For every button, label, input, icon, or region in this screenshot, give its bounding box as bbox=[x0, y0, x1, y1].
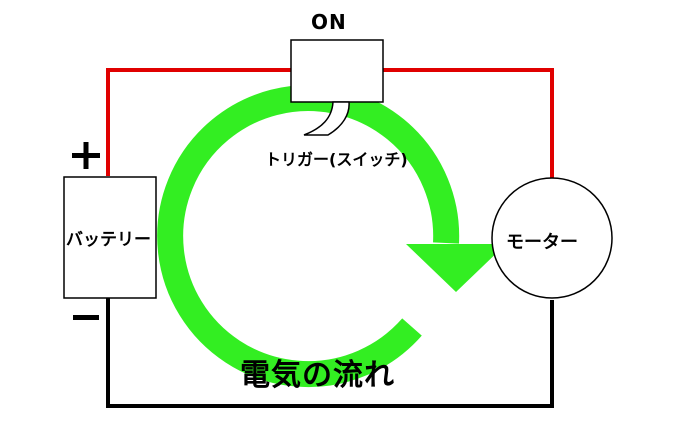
motor-circle bbox=[491, 177, 613, 299]
switch-box[interactable] bbox=[290, 39, 384, 103]
battery-label: バッテリー bbox=[66, 230, 151, 250]
battery-box bbox=[63, 176, 157, 299]
minus-icon bbox=[73, 315, 99, 320]
motor-label: モーター bbox=[506, 232, 578, 253]
switch-state-label: ON bbox=[311, 10, 347, 34]
clockwise-arrow-icon bbox=[406, 244, 506, 292]
current-flow-arc bbox=[157, 85, 460, 388]
current-flow-label: 電気の流れ bbox=[240, 358, 395, 393]
trigger-label: トリガー(スイッチ) bbox=[265, 150, 408, 169]
plus-icon bbox=[72, 142, 100, 169]
negative-wire bbox=[106, 298, 554, 408]
trigger-lever[interactable] bbox=[303, 101, 350, 136]
